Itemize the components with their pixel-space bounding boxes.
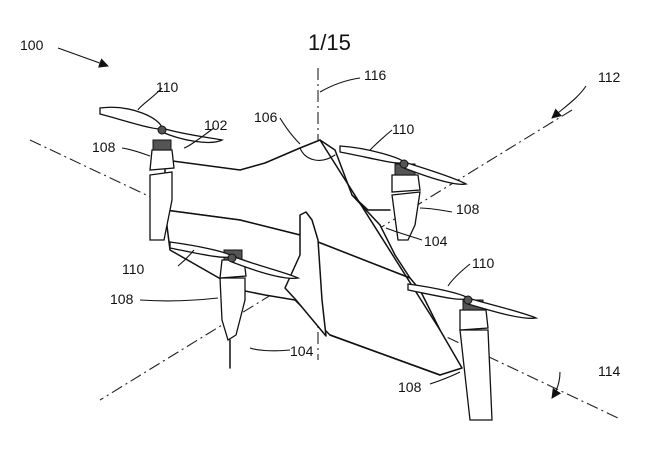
label-rotor-lower-left: 110 — [122, 261, 145, 277]
pod-upper-left — [99, 106, 224, 241]
label-rotor-lower-right: 110 — [472, 255, 495, 271]
leader-lines — [57, 47, 587, 399]
sheet-title: 1/15 — [308, 30, 351, 55]
label-pod-upper-right: 108 — [456, 201, 480, 217]
label-rotor-upper-left: 110 — [156, 79, 179, 95]
label-axis-diagonal-a: 112 — [598, 69, 621, 85]
label-rotor-upper-right: 110 — [392, 121, 415, 137]
label-pod-lower-left: 108 — [110, 291, 134, 307]
label-wing: 104 — [424, 233, 448, 249]
frame-spine — [319, 139, 441, 331]
label-frame: 102 — [204, 117, 228, 133]
reference-labels: 100 102 106 116 112 114 110 110 110 110 … — [20, 37, 621, 395]
rotor-blade-upper-left — [99, 106, 163, 130]
lower-strut — [329, 334, 441, 376]
label-axis-vertical: 116 — [364, 67, 387, 83]
right-wing-edge — [351, 194, 391, 211]
pod-lower-right — [407, 283, 539, 421]
label-axis-diagonal-b: 114 — [598, 363, 621, 379]
label-wing-lower: 104 — [290, 343, 314, 359]
label-pod-lower-right: 108 — [398, 379, 422, 395]
front-fin — [284, 211, 327, 337]
diagonal-axis-a-line — [99, 109, 573, 401]
label-pod-upper-left: 108 — [92, 139, 116, 155]
label-hub: 106 — [254, 109, 278, 125]
pod-lower-left — [169, 241, 301, 369]
pod-upper-right — [339, 145, 468, 241]
label-system: 100 — [20, 37, 44, 53]
